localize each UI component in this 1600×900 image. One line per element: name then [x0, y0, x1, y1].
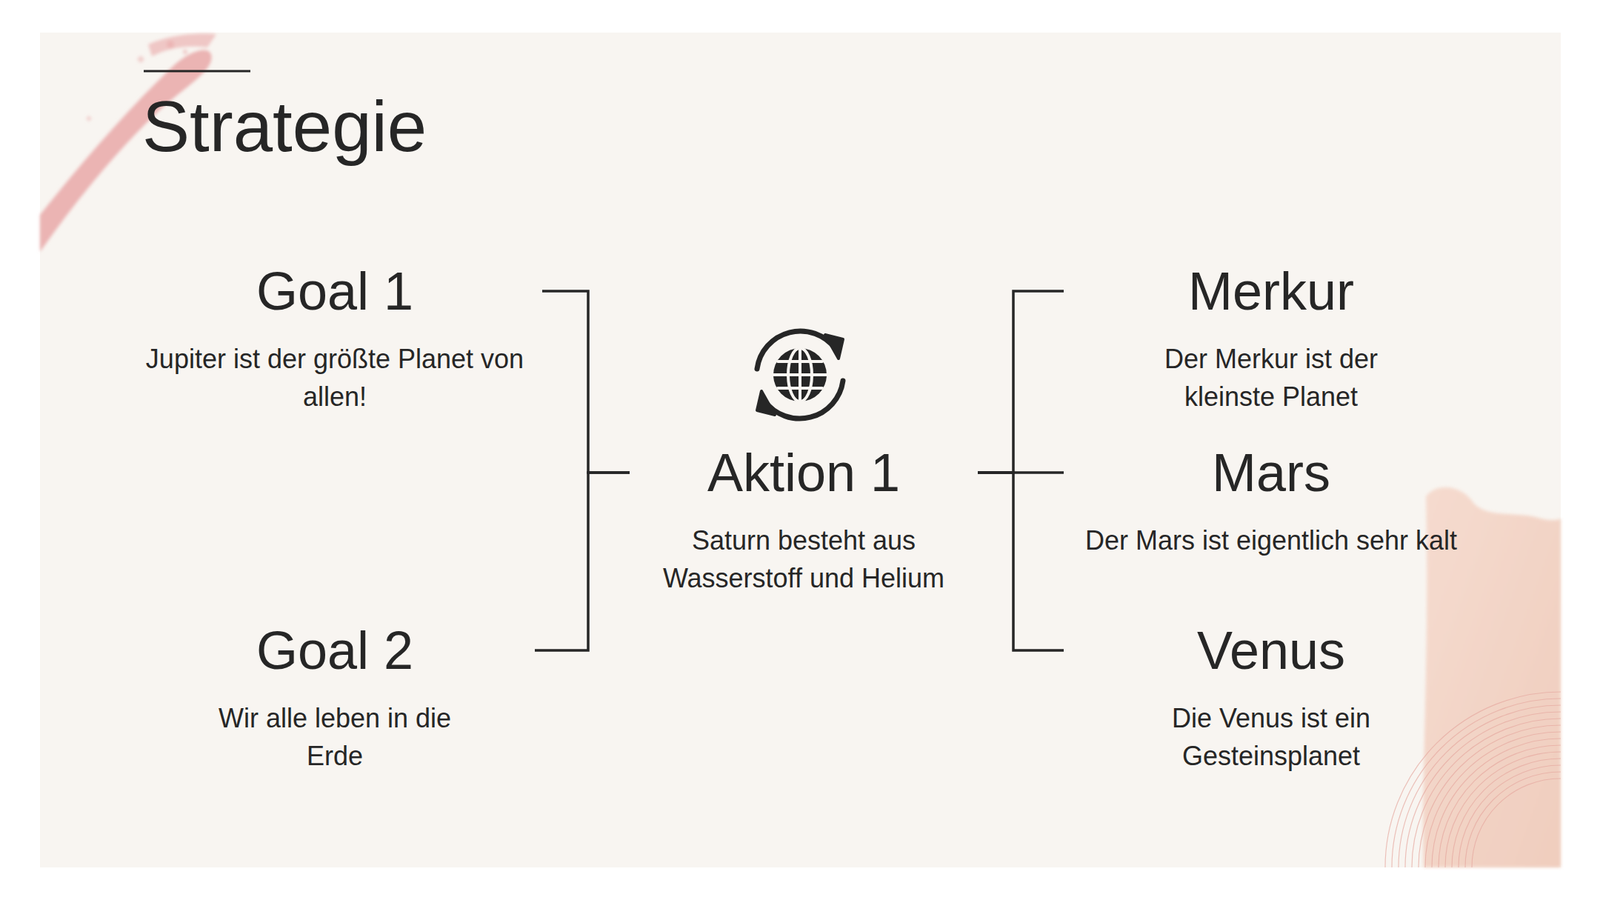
- node-heading: Goal 1: [134, 261, 535, 321]
- wash-line: [1465, 771, 1561, 868]
- wash-line: [1431, 738, 1561, 868]
- node-heading: Aktion 1: [637, 442, 971, 503]
- wash-line: [1438, 745, 1561, 868]
- wash-line: [1425, 731, 1561, 868]
- node-body: Der Merkur ist der kleinste Planet: [1137, 340, 1405, 416]
- text-node: VenusDie Venus ist ein Gesteinsplanet: [1063, 620, 1479, 775]
- bracket-connector: [534, 472, 630, 651]
- node-heading: Goal 2: [142, 620, 528, 680]
- text-node: Goal 1 Jupiter ist der größte Planet von …: [127, 261, 543, 416]
- title-rule: [143, 70, 251, 73]
- slide-panel: [40, 32, 1561, 868]
- node-body: Der Mars ist eigentlich sehr kalt: [1071, 521, 1472, 560]
- wash-line: [1458, 765, 1561, 868]
- text-node: MarsDer Mars ist eigentlich sehr kalt: [1063, 442, 1479, 560]
- node-heading: Venus: [1071, 620, 1472, 680]
- bracket-connector: [977, 472, 1064, 651]
- wash-line: [1451, 758, 1561, 868]
- node-body: Wir alle leben in die Erde: [212, 699, 458, 775]
- text-node: Aktion 1 Saturn besteht aus Wasserstoff u…: [629, 442, 978, 598]
- node-heading: Merkur: [1071, 261, 1472, 321]
- wash-line: [1445, 751, 1561, 868]
- bracket-connector: [977, 291, 1064, 473]
- node-body: Die Venus ist ein Gesteinsplanet: [1145, 699, 1398, 775]
- globe-cycle-icon: [757, 331, 843, 419]
- wash-line: [1418, 725, 1561, 868]
- wash-line: [1405, 711, 1561, 868]
- wash-line: [1385, 691, 1561, 868]
- wash-line: [1398, 705, 1561, 868]
- slide-title: Strategie: [142, 87, 427, 166]
- node-body: Jupiter ist der größte Planet von allen!: [134, 340, 535, 416]
- text-node: Goal 2 Wir alle leben in die Erde: [134, 620, 535, 775]
- node-body: Saturn besteht aus Wasserstoff und Heliu…: [637, 521, 971, 598]
- wash-line: [1411, 718, 1561, 868]
- bracket-connector: [542, 291, 630, 473]
- node-heading: Mars: [1071, 442, 1472, 503]
- wash-line: [1471, 778, 1561, 868]
- text-node: MerkurDer Merkur ist der kleinste Planet: [1063, 261, 1479, 416]
- wash-line: [1391, 698, 1561, 868]
